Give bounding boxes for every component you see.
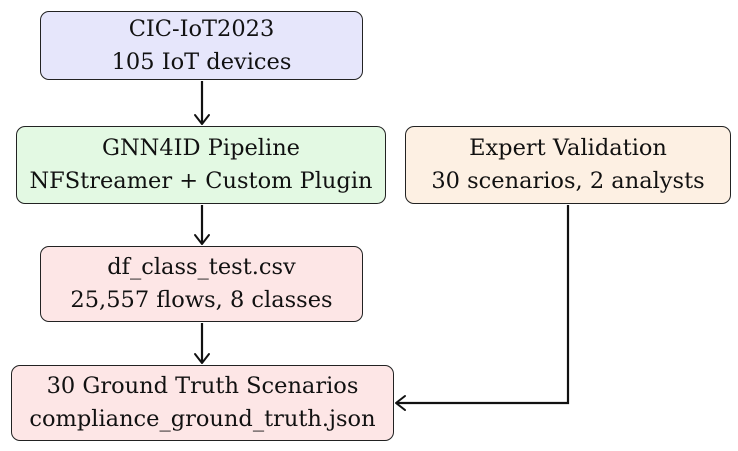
- node-dataset-title: CIC-IoT2023: [128, 15, 275, 42]
- node-ground-truth-subtitle: compliance_ground_truth.json: [29, 406, 376, 432]
- node-dataset: CIC-IoT2023 105 IoT devices: [40, 11, 363, 80]
- arrowhead-csv-icon: [194, 234, 210, 245]
- node-validation-subtitle: 30 scenarios, 2 analysts: [431, 168, 705, 194]
- node-csv-title: df_class_test.csv: [107, 254, 296, 280]
- node-pipeline-subtitle: NFStreamer + Custom Plugin: [29, 168, 373, 194]
- arrowhead-pipeline-icon: [194, 114, 210, 125]
- node-validation-title: Expert Validation: [469, 135, 667, 161]
- arrowhead-ground-truth-side-icon: [395, 395, 406, 411]
- node-dataset-subtitle: 105 IoT devices: [111, 48, 292, 75]
- node-pipeline-title: GNN4ID Pipeline: [102, 135, 300, 161]
- node-validation: Expert Validation 30 scenarios, 2 analys…: [405, 126, 731, 204]
- node-csv: df_class_test.csv 25,557 flows, 8 classe…: [40, 246, 363, 322]
- edge-validation-to-ground-truth: [396, 205, 570, 405]
- arrowhead-ground-truth-icon: [194, 353, 210, 364]
- node-ground-truth: 30 Ground Truth Scenarios compliance_gro…: [11, 365, 394, 441]
- node-ground-truth-title: 30 Ground Truth Scenarios: [46, 373, 359, 399]
- node-pipeline: GNN4ID Pipeline NFStreamer + Custom Plug…: [16, 126, 386, 204]
- node-csv-subtitle: 25,557 flows, 8 classes: [70, 287, 333, 313]
